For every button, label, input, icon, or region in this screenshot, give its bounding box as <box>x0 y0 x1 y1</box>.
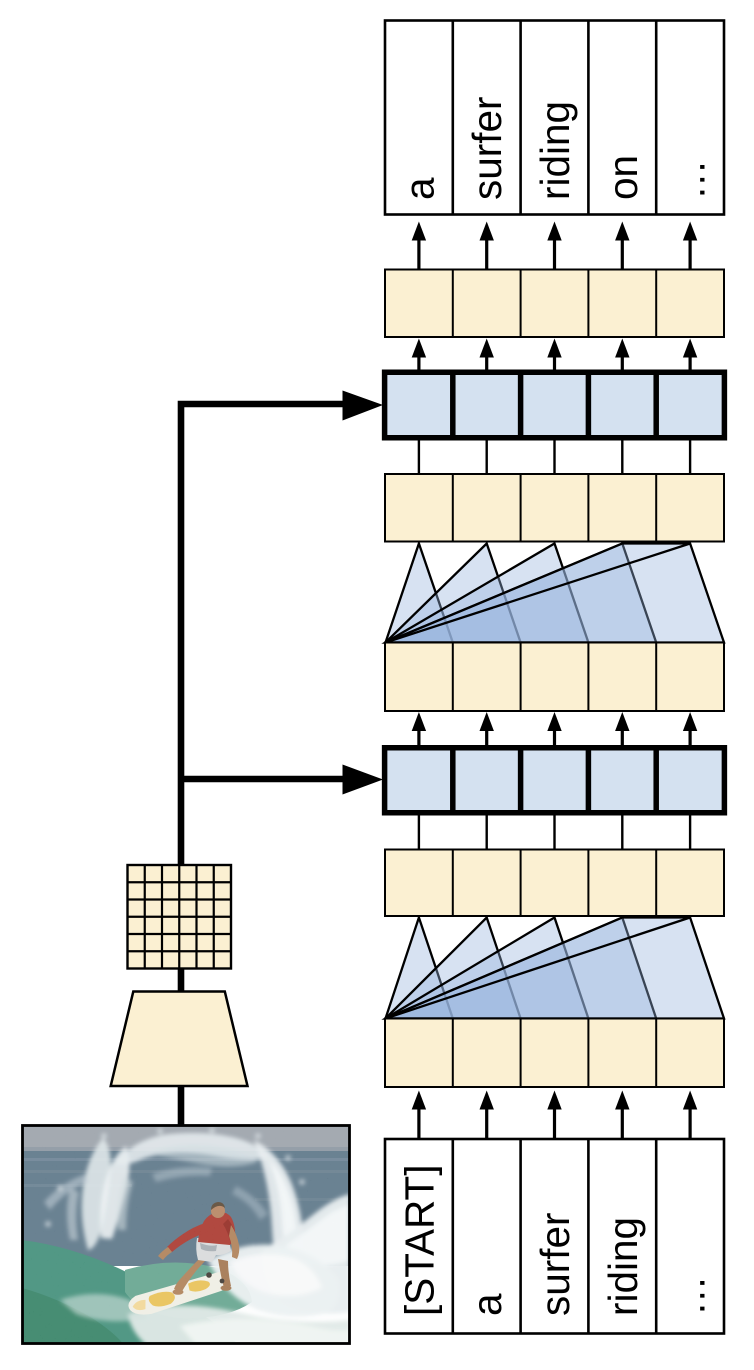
svg-text:riding: riding <box>532 101 578 200</box>
svg-text:…: … <box>668 1276 714 1317</box>
svg-text:surfer: surfer <box>532 1212 578 1316</box>
svg-text:riding: riding <box>600 1217 646 1316</box>
svg-text:a: a <box>464 1293 510 1316</box>
svg-text:on: on <box>600 155 646 200</box>
svg-text:surfer: surfer <box>464 96 510 200</box>
svg-text:[START]: [START] <box>396 1164 442 1316</box>
svg-text:…: … <box>668 160 714 201</box>
svg-text:a: a <box>396 177 442 200</box>
